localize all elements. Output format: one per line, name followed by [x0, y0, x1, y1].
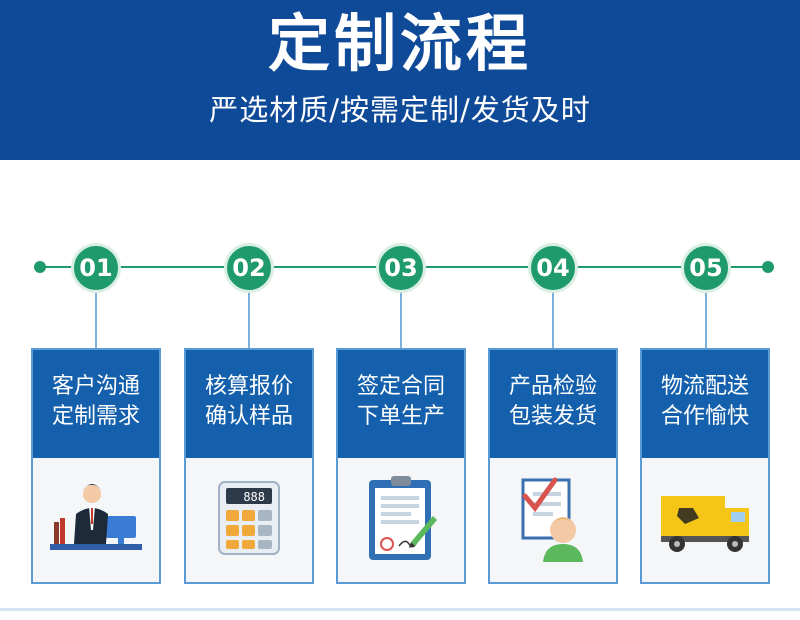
- connector-line: [95, 292, 97, 350]
- page-subtitle: 严选材质/按需定制/发货及时: [209, 93, 591, 127]
- step-card-2: 核算报价 确认样品 888: [184, 348, 314, 584]
- step-label-line1: 物流配送: [660, 374, 749, 399]
- contract-clipboard-icon: [369, 476, 437, 560]
- step-label-line2: 定制需求: [51, 404, 140, 429]
- step-label-line2: 合作愉快: [660, 404, 749, 429]
- businessman-at-computer-icon: [50, 484, 142, 550]
- delivery-truck-icon: [661, 496, 749, 552]
- inspection-checklist-icon: [521, 477, 583, 562]
- step-card-1: 客户沟通 定制需求: [31, 348, 161, 584]
- svg-text:888: 888: [243, 490, 265, 504]
- step-number-badge: 02: [224, 243, 274, 293]
- connector-line: [400, 292, 402, 350]
- bottom-divider: [0, 608, 800, 611]
- step-number-badge: 04: [528, 243, 578, 293]
- step-label-line2: 下单生产: [356, 404, 445, 429]
- step-card-header: 物流配送 合作愉快: [642, 350, 768, 458]
- step-card-3: 签定合同 下单生产: [336, 348, 466, 584]
- calculator-icon: 888: [218, 481, 280, 555]
- step-card-header: 签定合同 下单生产: [338, 350, 464, 458]
- step-number-badge: 01: [71, 243, 121, 293]
- timeline-end-dot: [762, 261, 774, 273]
- step-label-line1: 客户沟通: [51, 374, 140, 399]
- step-number-badge: 03: [376, 243, 426, 293]
- step-label-line2: 确认样品: [204, 404, 293, 429]
- timeline-start-dot: [34, 261, 46, 273]
- step-card-header: 核算报价 确认样品: [186, 350, 312, 458]
- header-banner: 定制流程 严选材质/按需定制/发货及时: [0, 0, 800, 160]
- connector-line: [248, 292, 250, 350]
- step-label-line1: 产品检验: [508, 374, 597, 399]
- step-card-header: 客户沟通 定制需求: [33, 350, 159, 458]
- connector-line: [705, 292, 707, 350]
- step-label-line1: 核算报价: [204, 374, 293, 399]
- step-number-badge: 05: [681, 243, 731, 293]
- step-card-5: 物流配送 合作愉快: [640, 348, 770, 584]
- step-card-header: 产品检验 包装发货: [490, 350, 616, 458]
- step-label-line1: 签定合同: [356, 374, 445, 399]
- page-title: 定制流程: [267, 7, 532, 80]
- step-card-4: 产品检验 包装发货: [488, 348, 618, 584]
- step-label-line2: 包装发货: [508, 404, 597, 429]
- connector-line: [552, 292, 554, 350]
